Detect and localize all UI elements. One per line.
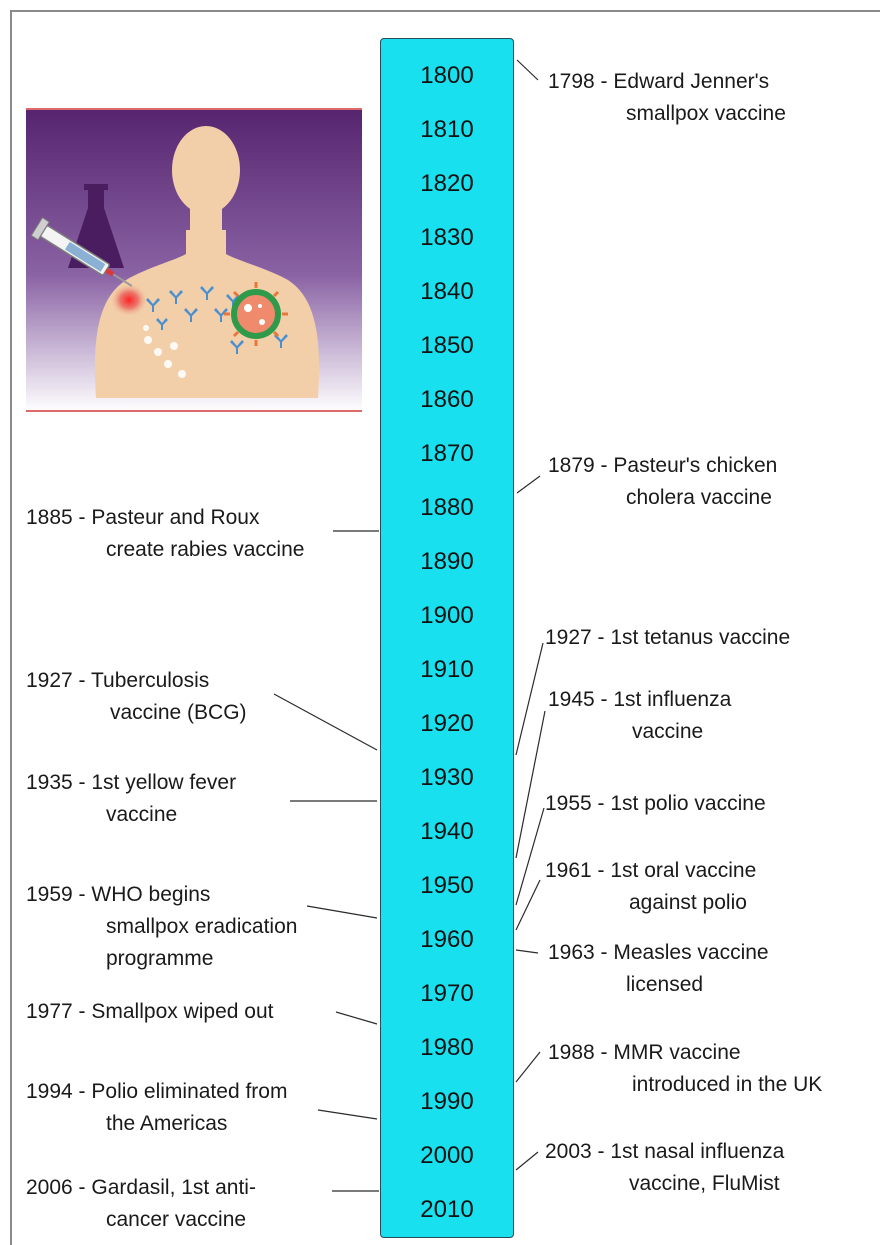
leader-line [516,643,543,755]
leader-line [516,950,538,953]
leader-line [274,694,377,750]
leader-line [516,711,545,858]
leader-line [516,808,544,905]
leader-line [516,1052,540,1082]
leader-line [307,906,377,918]
leader-line [318,1110,377,1119]
leader-line [516,880,540,930]
leader-line [336,1012,377,1024]
leader-line [516,1152,538,1170]
leader-line [517,476,540,493]
leader-line [517,60,538,80]
